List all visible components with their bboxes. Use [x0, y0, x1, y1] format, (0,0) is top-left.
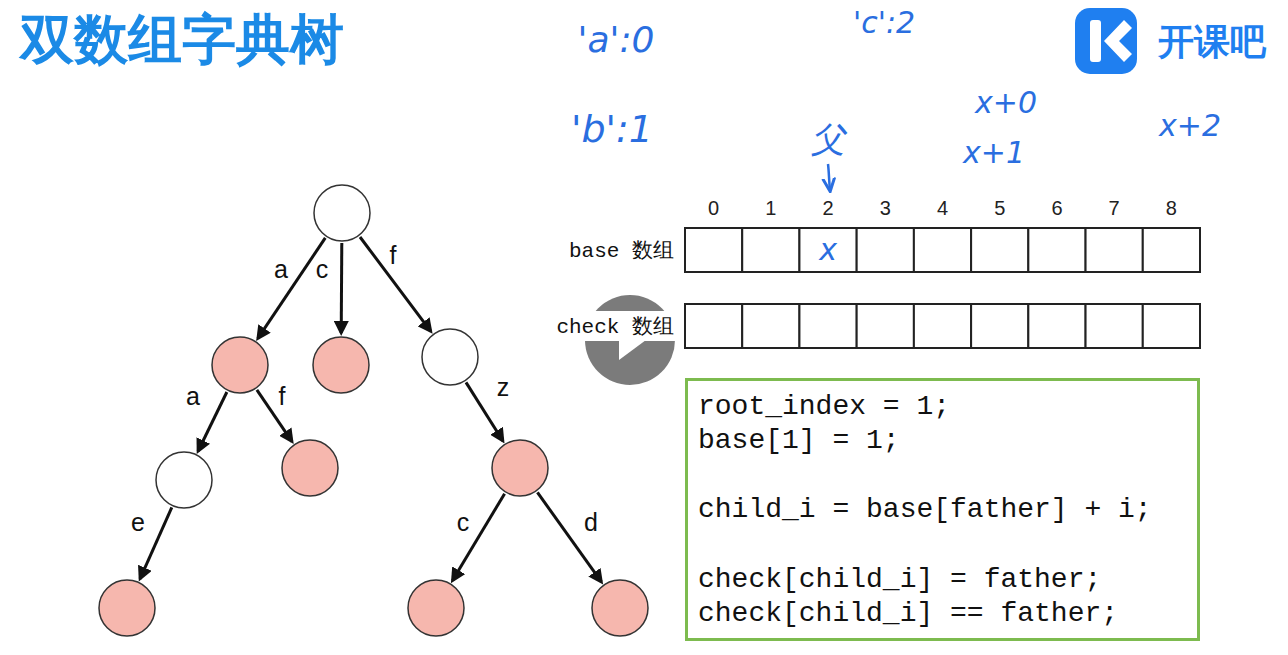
array-cell-outline: [971, 304, 1028, 348]
edge-letter: e: [131, 509, 145, 537]
cell-value: x: [819, 235, 837, 265]
array-cell-outline: [685, 228, 742, 272]
code-box: root_index = 1;base[1] = 1; child_i = bas…: [685, 378, 1200, 641]
handwritten-note: 'c':2: [853, 6, 915, 39]
array-cell-outline: [799, 304, 856, 348]
check-array: check 数组: [685, 304, 1200, 348]
code-line: check[child_i] == father;: [698, 597, 1118, 631]
handwritten-note: x+0: [975, 86, 1037, 119]
logo-text: 开课吧: [1158, 22, 1266, 62]
array-index: 6: [1051, 197, 1062, 219]
array-index: 3: [880, 197, 891, 219]
array-cell: x: [799, 228, 856, 272]
array-cell-outline: [685, 304, 742, 348]
handwritten-note: 'b':1: [571, 109, 653, 151]
array-cell-outline: [799, 228, 856, 272]
tree-arrow: [537, 492, 601, 582]
array-cells: [685, 304, 1200, 348]
array-index: 1: [765, 197, 776, 219]
array-cell-outline: [971, 228, 1028, 272]
array-cell-outline: [1086, 228, 1143, 272]
trie-node: [408, 580, 464, 636]
array-index: 5: [994, 197, 1005, 219]
array-cells: [685, 228, 1200, 272]
array-cell-outline: [914, 228, 971, 272]
trie-node: [212, 337, 268, 393]
array-index: 4: [937, 197, 948, 219]
handwritten-note: 'a':0: [578, 20, 655, 60]
trie-node: [282, 440, 338, 496]
array-label: base 数组: [566, 235, 677, 265]
logo-bar: [1090, 20, 1101, 62]
array-cell-outline: [857, 304, 914, 348]
trie-node: [99, 580, 155, 636]
tree-arrow: [258, 238, 325, 339]
handwritten-note: x+2: [1159, 109, 1221, 142]
array-index: 8: [1166, 197, 1177, 219]
tree-arrow: [198, 392, 227, 451]
array-cell-outline: [1028, 228, 1085, 272]
handwritten-note: 父: [811, 121, 845, 158]
array-cell-outline: [1086, 304, 1143, 348]
array-cell-outline: [1028, 304, 1085, 348]
slide-title: 双数组字典树: [20, 8, 344, 73]
trie-node: [592, 580, 648, 636]
edge-letter: a: [186, 383, 200, 411]
edge-letter: c: [457, 509, 470, 537]
array-index: 2: [822, 197, 833, 219]
trie-node: [422, 329, 478, 385]
tree-arrow: [257, 390, 292, 442]
tree-arrow: [340, 243, 344, 333]
edge-letter: a: [274, 256, 288, 284]
array-index: 7: [1109, 197, 1120, 219]
code-line: child_i = base[father] + i;: [698, 493, 1152, 527]
handwritten-note: x+1: [963, 136, 1025, 169]
logo-chevron: [1104, 20, 1132, 62]
array-cell-outline: [857, 228, 914, 272]
array-cell-outline: [742, 304, 799, 348]
logo-square: [1075, 8, 1137, 74]
array-cell-outline: [914, 304, 971, 348]
tree-arrow: [452, 494, 504, 581]
edge-letter: f: [390, 242, 397, 270]
array-cell-outline: [1143, 228, 1200, 272]
array-cell-outline: [1143, 304, 1200, 348]
trie-node: [314, 185, 370, 241]
base-array: base 数组x: [685, 228, 1200, 272]
trie-node: [156, 452, 212, 508]
trie-node: [492, 440, 548, 496]
array-label: check 数组: [553, 311, 677, 341]
hand-arrow: [828, 164, 830, 190]
code-line: check[child_i] = father;: [698, 563, 1101, 597]
edge-letter: d: [584, 509, 598, 537]
edge-letter: c: [316, 256, 329, 284]
edge-letter: f: [279, 383, 286, 411]
edge-letter: z: [497, 374, 510, 402]
tree-arrow: [360, 237, 431, 331]
code-line: root_index = 1;: [698, 390, 950, 424]
array-index: 0: [708, 197, 719, 219]
logo-icon: [1075, 8, 1137, 74]
trie-node: [313, 337, 369, 393]
code-line: base[1] = 1;: [698, 424, 900, 458]
array-cell-outline: [742, 228, 799, 272]
